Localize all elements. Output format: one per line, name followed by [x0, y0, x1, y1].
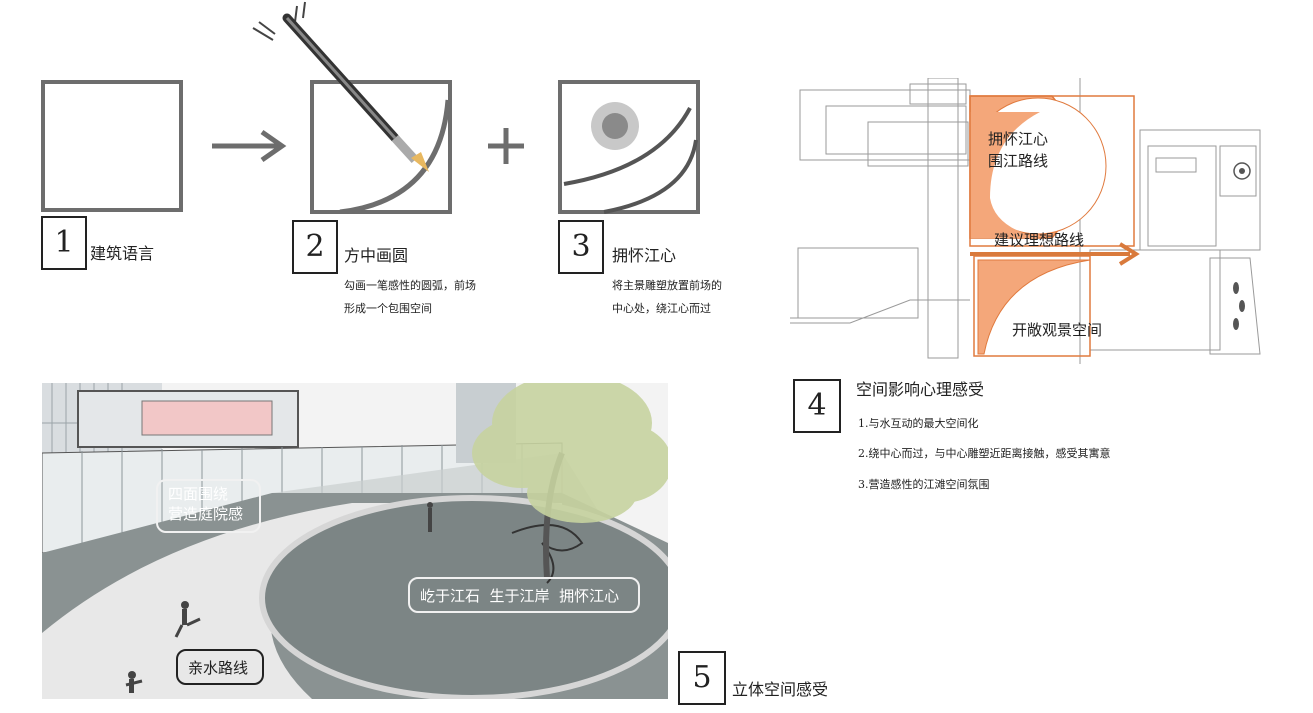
- benefit-item-3: 3.营造感性的江滩空间氛围: [858, 478, 990, 491]
- right-arrow-icon: [212, 129, 287, 163]
- render-drawing: [42, 383, 668, 699]
- step-1-number: 1: [41, 216, 87, 270]
- step-3-note-line-1: 将主景雕塑放置前场的: [612, 279, 722, 292]
- building-square-icon: [41, 80, 183, 212]
- section-4-title: 空间影响心理感受: [856, 380, 985, 399]
- step-2-title: 方中画圆: [344, 246, 409, 265]
- step-3-note-line-2: 中心处，绕江心而过: [612, 302, 711, 315]
- square-with-center-icon: [558, 80, 700, 214]
- bubble-waterside-path: 亲水路线: [176, 649, 264, 685]
- render-image: 四面围绕 营造庭院感 屹于江石 生于江岸 拥怀江心 亲水路线: [42, 383, 668, 699]
- step-5-number: 5: [678, 651, 726, 705]
- step-1-title: 建筑语言: [90, 244, 155, 263]
- step-2-note-line-2: 形成一个包围空间: [344, 302, 432, 315]
- site-plan: [790, 78, 1261, 364]
- bubble-rock: 屹于江石 生于江岸 拥怀江心: [408, 577, 640, 613]
- plan-label-center: 拥怀江心 围江路线: [988, 130, 1049, 170]
- step-4-number: 4: [793, 379, 841, 433]
- step-2-number: 2: [292, 220, 338, 274]
- benefit-item-2: 2.绕中心而过，与中心雕塑近距离接触，感受其寓意: [858, 447, 1111, 460]
- bubble-courtyard: 四面围绕 营造庭院感: [156, 479, 261, 533]
- square-with-arc-icon: [310, 80, 452, 214]
- benefit-item-1: 1.与水互动的最大空间化: [858, 417, 979, 430]
- plus-icon: [488, 128, 524, 164]
- plan-label-open-view: 开敞观景空间: [1012, 321, 1103, 339]
- step-3-title: 拥怀江心: [612, 246, 677, 265]
- step-2-note-line-1: 勾画一笔感性的圆弧，前场: [344, 279, 476, 292]
- plan-label-route: 建议理想路线: [994, 231, 1085, 249]
- brush-icon: [252, 1, 429, 172]
- section-5-title: 立体空间感受: [732, 680, 829, 699]
- step-3-number: 3: [558, 220, 604, 274]
